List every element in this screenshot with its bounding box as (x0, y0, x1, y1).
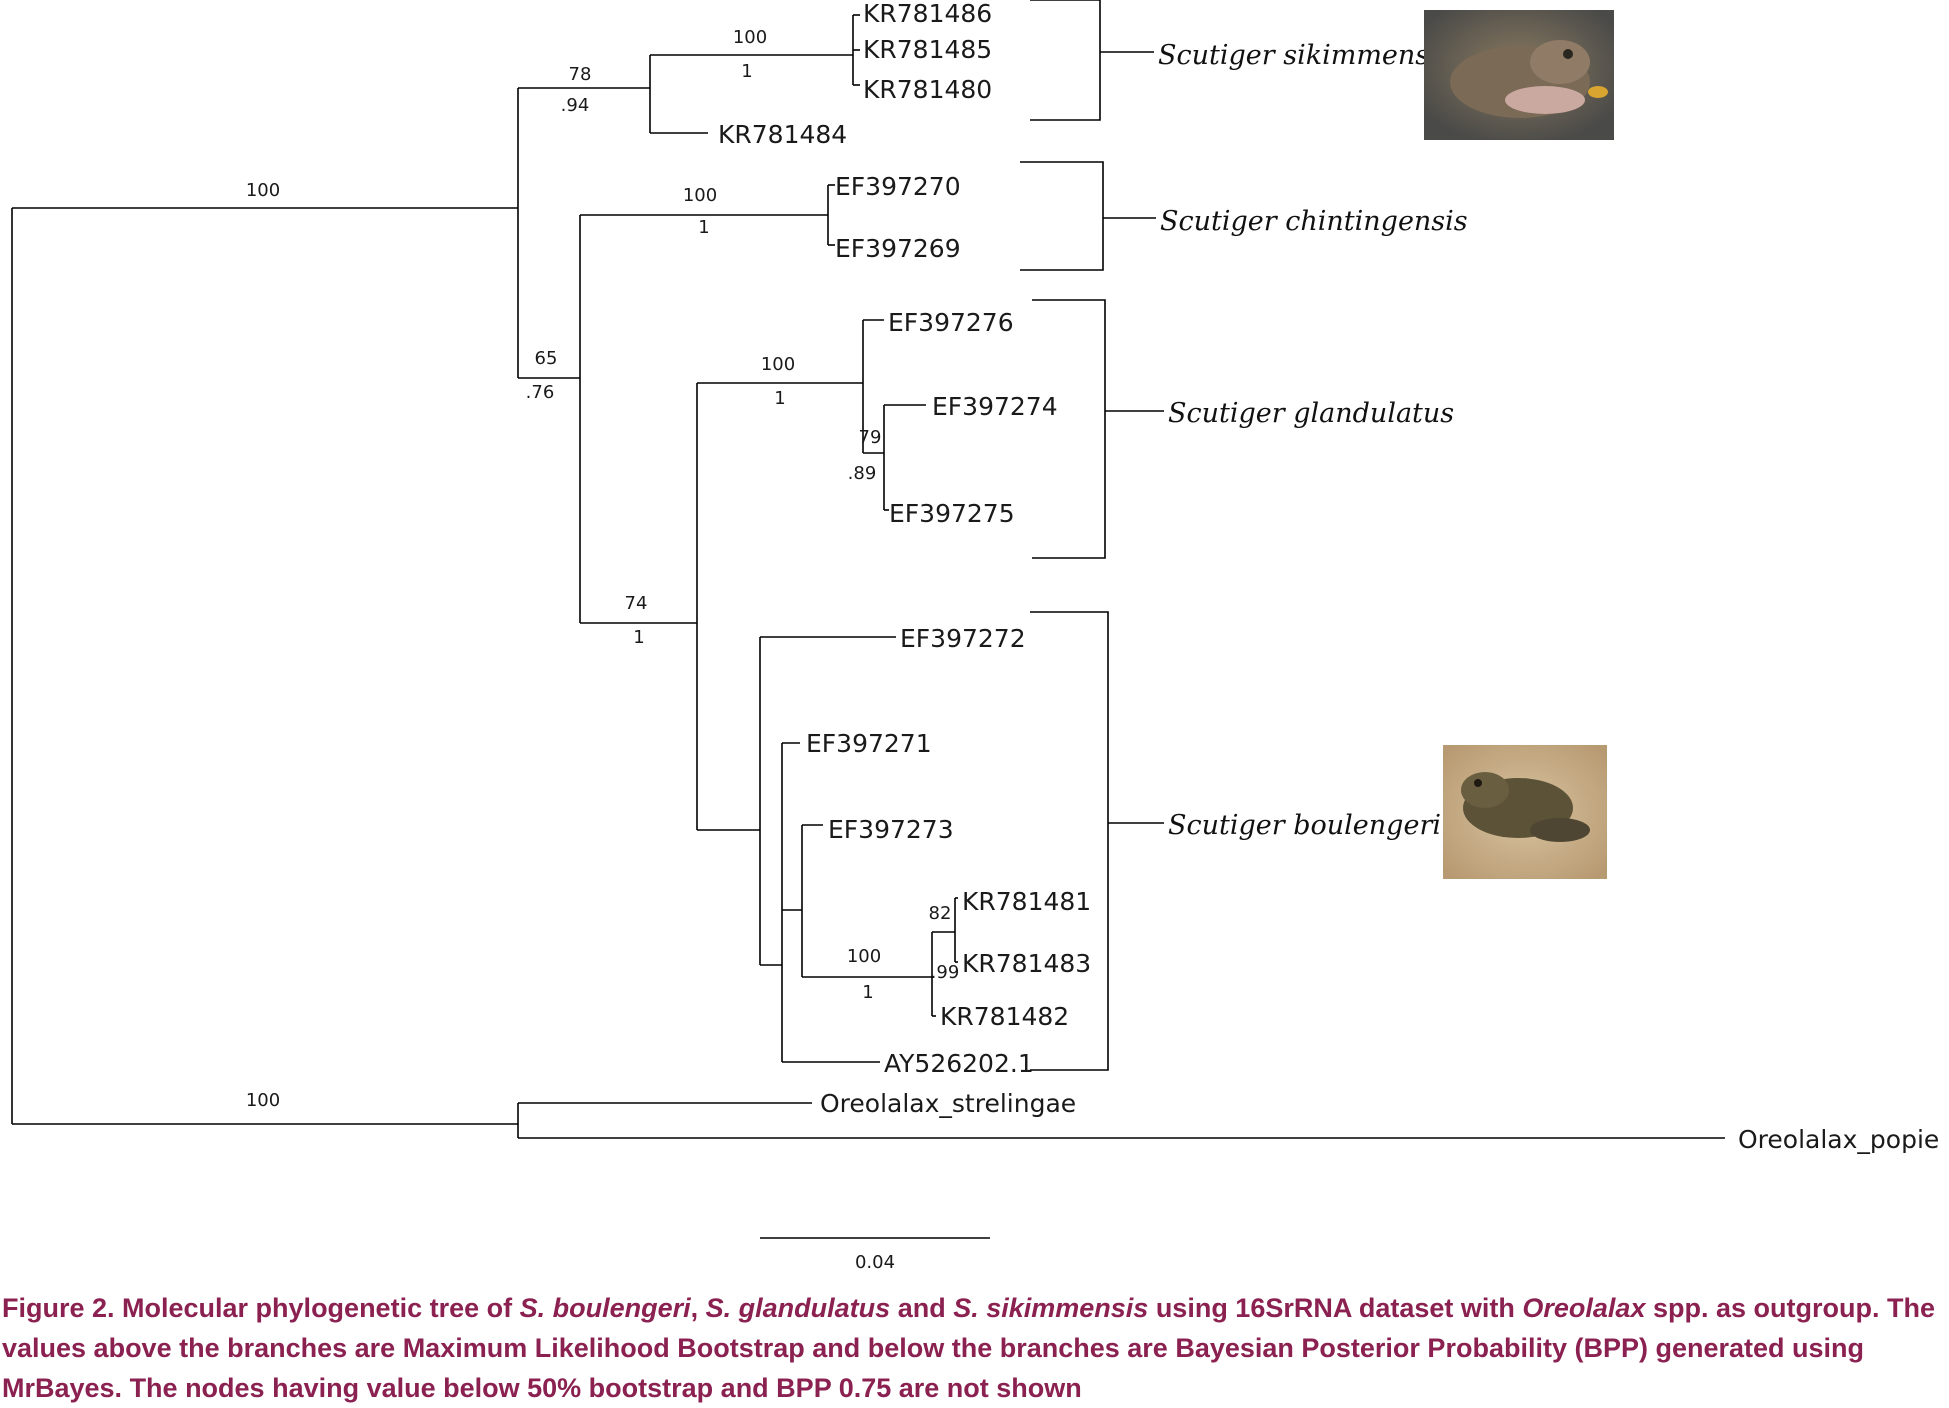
tree-branches (11, 14, 1725, 1139)
bracket-line (1030, 611, 1109, 1071)
support-values: 100 78 .94 100 1 100 1 65 .76 100 1 79 .89 74 1 100 1 82.… (246, 27, 960, 1111)
bootstrap-value: 100 (847, 946, 881, 967)
photo-scutiger-sikimmensis (1424, 10, 1614, 140)
caption-species: S. sikimmensis (953, 1293, 1149, 1323)
bracket-line (1020, 161, 1104, 271)
bpp-value: 1 (741, 61, 752, 82)
phylogenetic-tree: KR781486KR781485KR781480KR781484EF397270… (11, 0, 1939, 1273)
tip-label: AY526202.1 (884, 1049, 1034, 1078)
tip-label: KR781482 (940, 1002, 1069, 1031)
bracket-sp_sik: Scutiger sikimmensis (1030, 0, 1452, 121)
species-photos (1424, 10, 1614, 879)
figure-caption: Figure 2. Molecular phylogenetic tree of… (2, 1288, 1946, 1408)
tip-label: EF397270 (835, 172, 961, 201)
photo-scutiger-boulengeri (1443, 745, 1607, 879)
tip-label: KR781480 (863, 75, 992, 104)
caption-text: Figure 2. Molecular phylogenetic tree of (2, 1293, 520, 1323)
bootstrap-value: 78 (569, 64, 592, 85)
bootstrap-value: 74 (625, 593, 648, 614)
caption-text: using 16SrRNA dataset with (1148, 1293, 1523, 1323)
tip-label: EF397272 (900, 624, 1026, 653)
scale-bar: 0.04 (760, 1237, 990, 1273)
bracket-line (1032, 299, 1106, 559)
species-label: Scutiger boulengeri (1168, 810, 1441, 841)
bpp-value: .94 (561, 95, 590, 116)
bootstrap-value: 79 (859, 427, 882, 448)
caption-text: , (690, 1293, 706, 1323)
tip-label: Oreolalax_strelingae (820, 1089, 1076, 1118)
tip-label: EF397274 (932, 392, 1058, 421)
species-label: Scutiger chintingensis (1160, 206, 1468, 237)
caption-species: S. boulengeri (519, 1293, 691, 1323)
bootstrap-value: 100 (246, 1090, 280, 1111)
bootstrap-value: 65 (535, 348, 558, 369)
caption-genus: Oreolalax (1522, 1293, 1646, 1323)
species-label: Scutiger sikimmensis (1158, 40, 1452, 71)
bracket-line (1030, 0, 1101, 121)
species-label: Scutiger glandulatus (1168, 398, 1454, 429)
bootstrap-value: 82 (929, 903, 952, 924)
bracket-sp_bou: Scutiger boulengeri (1030, 611, 1441, 1071)
bootstrap-value: 100 (683, 185, 717, 206)
tip-label: EF397273 (828, 815, 954, 844)
bpp-value: 1 (633, 627, 644, 648)
bootstrap-value: 100 (246, 180, 280, 201)
bpp-value: 1 (862, 982, 873, 1003)
bpp-value: 1 (774, 388, 785, 409)
tip-label: KR781481 (962, 887, 1091, 916)
tip-label: Oreolalax_popie (1738, 1125, 1939, 1154)
bootstrap-value: 100 (733, 27, 767, 48)
scale-bar-label: 0.04 (855, 1252, 895, 1273)
tip-label: EF397276 (888, 308, 1014, 337)
tip-label: EF397275 (889, 499, 1015, 528)
bpp-value: .76 (526, 382, 555, 403)
bpp-value: 1 (698, 217, 709, 238)
bracket-sp_chin: Scutiger chintingensis (1020, 161, 1468, 271)
tip-label: KR781486 (863, 0, 992, 28)
tip-labels: KR781486KR781485KR781480KR781484EF397270… (718, 0, 1939, 1154)
caption-text: spp. as outgroup. The values above the b… (2, 1293, 1935, 1403)
bpp-value: .99 (931, 962, 960, 983)
tip-label: EF397269 (835, 234, 961, 263)
bpp-value: .89 (848, 463, 877, 484)
bracket-sp_glan: Scutiger glandulatus (1032, 299, 1454, 559)
caption-text: and (890, 1293, 954, 1323)
bootstrap-value: 100 (761, 354, 795, 375)
tip-label: KR781483 (962, 949, 1091, 978)
caption-species: S. glandulatus (705, 1293, 891, 1323)
tip-label: KR781485 (863, 35, 992, 64)
tip-label: EF397271 (806, 729, 932, 758)
tip-label: KR781484 (718, 120, 847, 149)
